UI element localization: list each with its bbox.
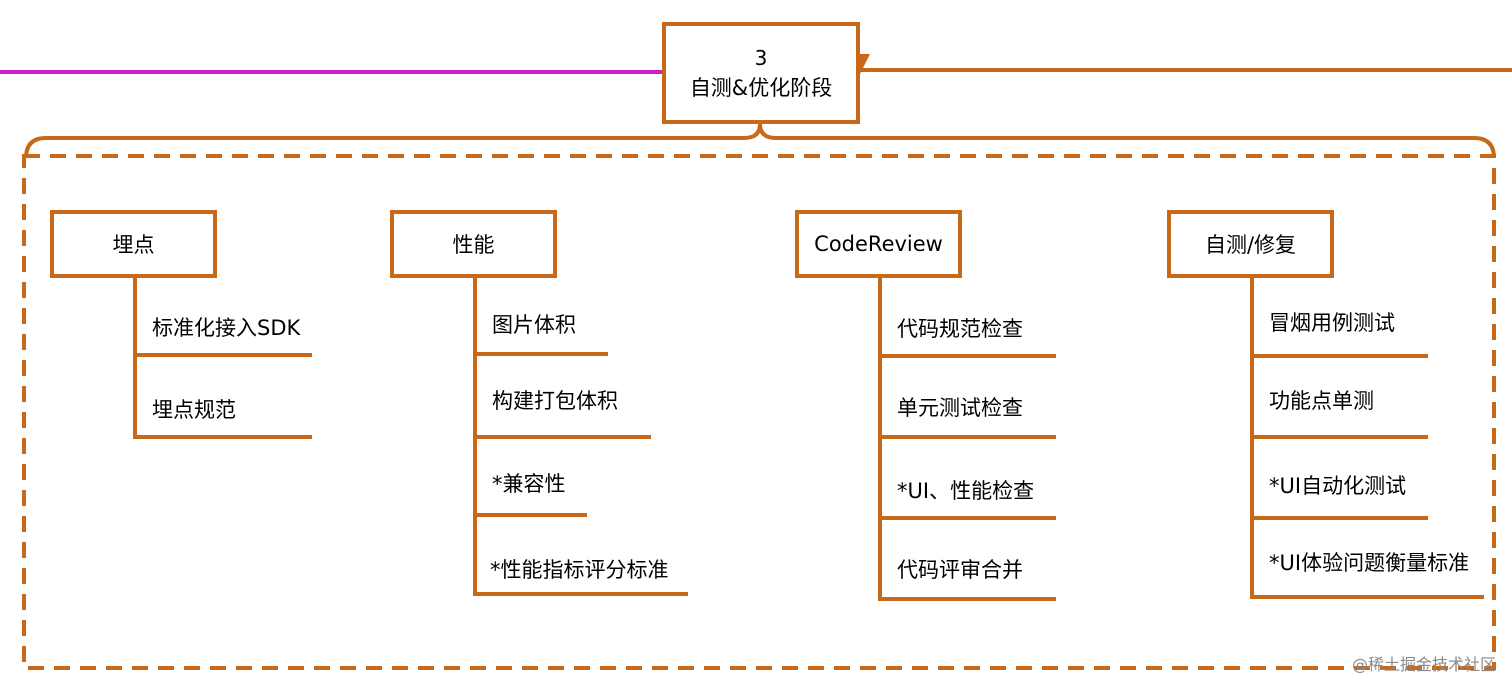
watermark: @稀土掘金技术社区: [1351, 655, 1496, 674]
category-title: 埋点: [112, 233, 155, 257]
list-item: *兼容性: [492, 472, 566, 496]
list-item: 构建打包体积: [492, 389, 618, 413]
group-brace: [24, 123, 1496, 159]
list-item: *UI、性能检查: [897, 479, 1035, 503]
category-node-selftest: 自测/修复: [1167, 210, 1334, 278]
category-title: 性能: [452, 233, 495, 257]
stage-title: 自测&优化阶段: [689, 76, 833, 100]
list-item: 单元测试检查: [897, 396, 1023, 420]
list-item: *性能指标评分标准: [490, 558, 669, 582]
list-item: 功能点单测: [1269, 389, 1374, 413]
category-node-codereview: CodeReview: [795, 210, 962, 278]
list-item: 标准化接入SDK: [152, 316, 301, 340]
category-title: 自测/修复: [1204, 233, 1297, 257]
category-node-tracking: 埋点: [50, 210, 217, 278]
stage-number: 3: [754, 46, 768, 70]
list-item: 冒烟用例测试: [1269, 311, 1395, 335]
category-node-performance: 性能: [390, 210, 557, 278]
list-item: 图片体积: [492, 313, 576, 337]
list-item: 埋点规范: [152, 398, 236, 422]
list-item: *UI自动化测试: [1269, 474, 1407, 498]
list-item: 代码规范检查: [897, 317, 1023, 341]
list-item: 代码评审合并: [897, 558, 1023, 582]
stage-node: 3 自测&优化阶段: [662, 22, 860, 124]
category-title: CodeReview: [814, 232, 943, 256]
list-item: *UI体验问题衡量标准: [1269, 551, 1470, 575]
group-dashed-frame: [22, 154, 1496, 670]
